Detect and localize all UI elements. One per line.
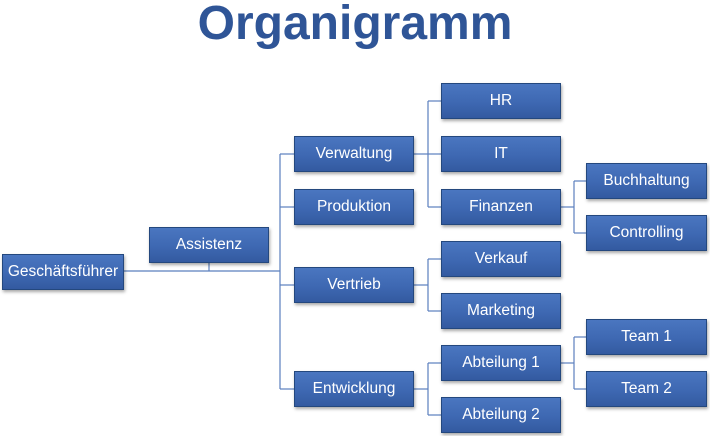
node-finance: Finanzen bbox=[441, 189, 561, 225]
node-hr: HR bbox=[441, 83, 561, 119]
node-assistant: Assistenz bbox=[149, 227, 269, 263]
node-selling: Verkauf bbox=[441, 241, 561, 277]
node-marketing: Marketing bbox=[441, 293, 561, 329]
node-accounting: Buchhaltung bbox=[586, 163, 707, 199]
node-dept1: Abteilung 1 bbox=[441, 345, 561, 381]
node-ceo: Geschäftsführer bbox=[2, 254, 124, 290]
node-team2: Team 2 bbox=[586, 371, 707, 407]
node-production: Produktion bbox=[294, 189, 414, 225]
node-sales: Vertrieb bbox=[294, 267, 414, 303]
node-development: Entwicklung bbox=[294, 371, 414, 407]
node-team1: Team 1 bbox=[586, 319, 707, 355]
page-title: Organigramm bbox=[197, 0, 513, 50]
node-controlling: Controlling bbox=[586, 215, 707, 251]
node-dept2: Abteilung 2 bbox=[441, 397, 561, 433]
node-admin: Verwaltung bbox=[294, 136, 414, 172]
node-it: IT bbox=[441, 136, 561, 172]
